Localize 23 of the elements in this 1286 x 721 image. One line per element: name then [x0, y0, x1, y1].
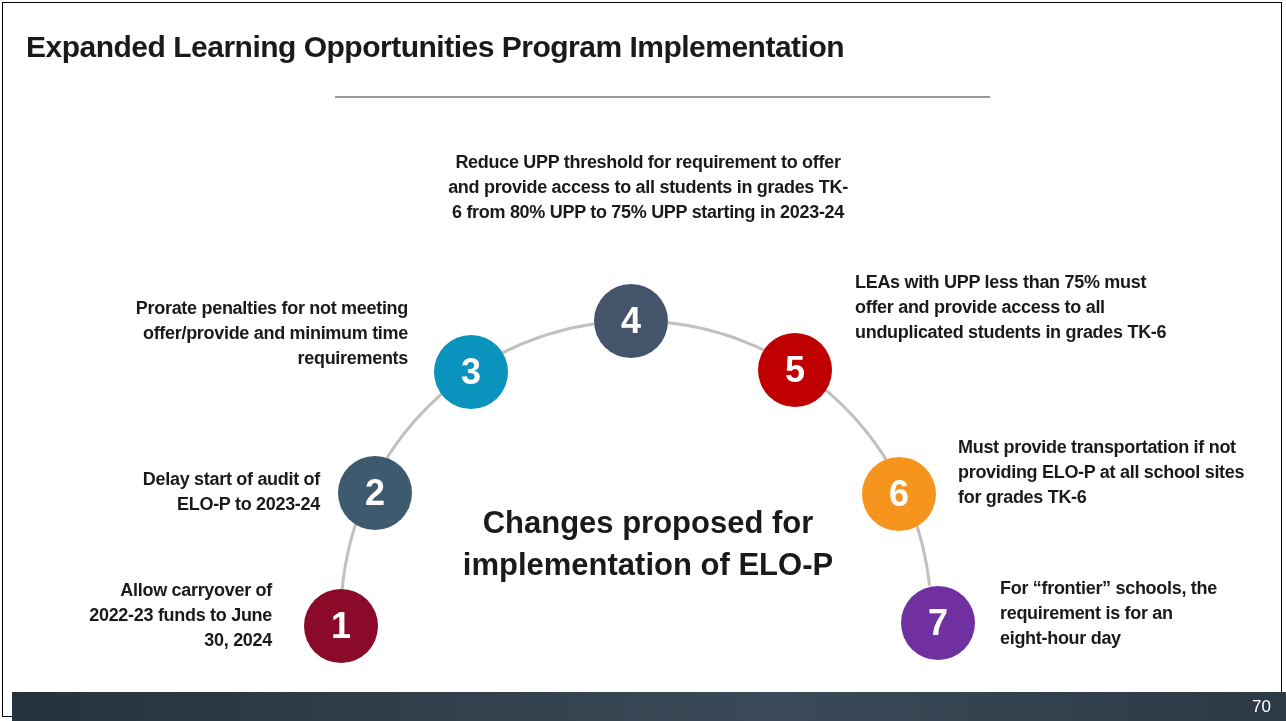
arc-connector	[915, 525, 931, 587]
slide-title: Expanded Learning Opportunities Program Implementation	[26, 30, 845, 64]
arc-connector	[501, 322, 595, 355]
step-description: Delay start of audit of ELO-P to 2023-24	[141, 468, 320, 516]
step-number: 4	[621, 303, 641, 339]
step-description: Prorate penalties for not meeting offer/provide and minimum time requirements	[134, 297, 408, 370]
step-number: 1	[331, 608, 351, 644]
step-description: Reduce UPP threshold for requirement to offer and provide access to all students in grades TK-6 from 80% UPP to 75% UPP starting in 2023-24	[448, 151, 848, 224]
step-number: 5	[785, 352, 805, 388]
step-description: Allow carryover of 2022-23 funds to June 30, 2024	[88, 579, 272, 652]
arc-connector	[824, 389, 888, 461]
arc-connector	[385, 393, 443, 459]
step-description: For “frontier” schools, the requirement is for an eight-hour day	[1000, 577, 1218, 650]
arc-connector	[667, 321, 765, 352]
step-number: 6	[889, 476, 909, 512]
center-heading: Changes proposed for implementation of ELO-P	[461, 504, 835, 584]
step-number: 7	[928, 605, 948, 641]
page-number: 70	[1252, 697, 1271, 717]
step-description: LEAs with UPP less than 75% must offer and provide access to all unduplicated students in grades TK-6	[855, 271, 1168, 344]
step-number: 2	[365, 475, 385, 511]
step-number: 3	[461, 354, 481, 390]
step-description: Must provide transportation if not providing ELO-P at all school sites for grades TK-6	[958, 436, 1246, 509]
arc-connector	[340, 524, 357, 590]
